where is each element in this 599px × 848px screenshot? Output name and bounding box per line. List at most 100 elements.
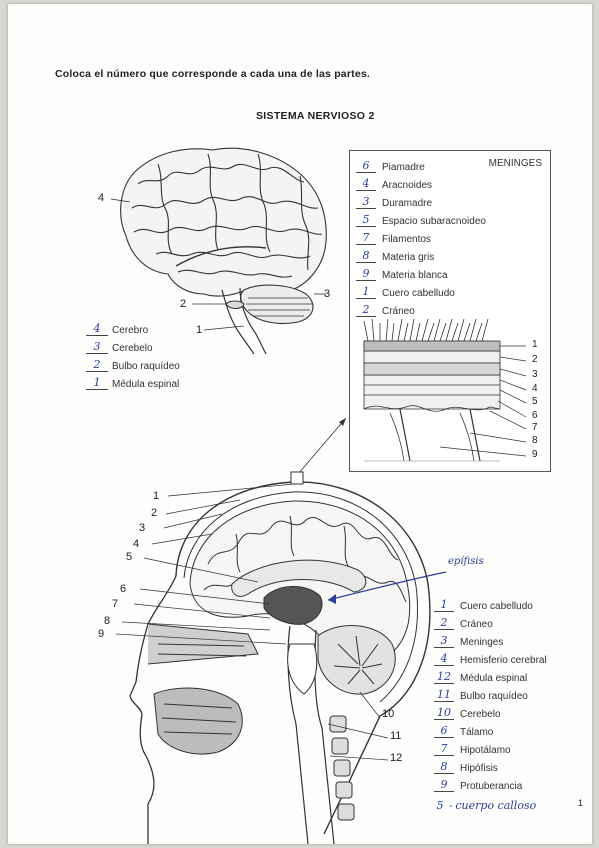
epiphysis-annotation: epífisis <box>448 556 484 567</box>
meninges-box: MENINGES 6 Piamadre 4 Aracnoides 3 Duram… <box>349 150 551 472</box>
head-label: 2 <box>151 507 158 519</box>
worksheet-title: SISTEMA NERVIOSO 2 <box>256 110 375 122</box>
answer-blank[interactable]: 4 <box>86 322 108 336</box>
legend-label: Bulbo raquídeo <box>112 361 180 372</box>
meninges-legend-item: 1 Cuero cabelludo <box>356 281 516 299</box>
legend-label-handwritten: cuerpo calloso <box>455 799 537 812</box>
legend-label: Cerebro <box>112 325 149 336</box>
legend-label: Cerebelo <box>112 343 153 354</box>
legend-label: Duramadre <box>382 198 433 209</box>
legend-label: Médula espinal <box>112 379 180 390</box>
answer-blank[interactable]: 1 <box>86 376 108 390</box>
head-legend-item: 1 Cuero cabelludo <box>434 594 584 612</box>
legend-label: Cráneo <box>382 306 415 317</box>
page-mark: 1 <box>578 798 584 808</box>
answer-blank[interactable]: 9 <box>356 267 376 281</box>
head-label: 5 <box>126 551 133 563</box>
answer-blank[interactable]: 6 <box>434 724 454 738</box>
meninges-diagram-number: 9 <box>532 449 538 460</box>
brain-label-medulla: 2 <box>180 298 187 310</box>
head-legend-item: 6 Tálamo <box>434 720 584 738</box>
meninges-legend-item: 8 Materia gris <box>356 245 516 263</box>
answer-blank[interactable]: 11 <box>434 688 454 702</box>
head-label: 10 <box>382 708 395 720</box>
legend-label: Bulbo raquídeo <box>460 691 528 702</box>
meninges-diagram-number: 1 <box>532 339 538 350</box>
head-label: 4 <box>133 538 140 550</box>
legend-label: Hipotálamo <box>460 745 511 756</box>
answer-blank[interactable]: 8 <box>356 249 376 263</box>
legend-label: Cuero cabelludo <box>382 288 455 299</box>
head-label: 12 <box>390 752 403 764</box>
legend-label: Filamentos <box>382 234 431 245</box>
head-legend-item: 4 Hemisferio cerebral <box>434 648 584 666</box>
answer-blank[interactable]: 1 <box>356 285 376 299</box>
meninges-legend-item: 4 Aracnoides <box>356 173 516 191</box>
legend-label: Meninges <box>460 637 504 648</box>
legend-label: Tálamo <box>460 727 494 738</box>
answer-blank[interactable]: 2 <box>356 303 376 317</box>
brain-illustration <box>110 147 347 475</box>
head-legend-item: 12 Médula espinal <box>434 666 584 684</box>
brain-label-spinal-cord: 1 <box>196 324 203 336</box>
meninges-legend-item: 5 Espacio subaracnoideo <box>356 209 516 227</box>
head-legend: 1 Cuero cabelludo 2 Cráneo 3 Meninges 4 … <box>434 594 584 812</box>
answer-blank[interactable]: 4 <box>356 177 376 191</box>
brain-legend-item: 1 Médula espinal <box>86 372 226 390</box>
meninges-heading: MENINGES <box>488 158 542 169</box>
head-label: 11 <box>390 730 402 742</box>
head-label: 9 <box>98 628 105 640</box>
answer-blank[interactable]: 9 <box>434 778 454 792</box>
answer-blank[interactable]: 7 <box>356 231 376 245</box>
head-legend-item: 11 Bulbo raquídeo <box>434 684 584 702</box>
legend-label: Protuberancia <box>460 781 523 792</box>
head-legend-item: 8 Hipófisis <box>434 756 584 774</box>
meninges-legend-item: 6 Piamadre <box>356 155 516 173</box>
brain-label-cerebrum: 4 <box>98 192 105 204</box>
meninges-legend-item: 7 Filamentos <box>356 227 516 245</box>
brain-legend-item: 4 Cerebro <box>86 318 226 336</box>
head-legend-item: 2 Cráneo <box>434 612 584 630</box>
meninges-diagram-number: 5 <box>532 396 538 407</box>
legend-label: Cerebelo <box>460 709 501 720</box>
answer-blank[interactable]: 12 <box>434 670 454 684</box>
answer-blank[interactable]: 5 <box>436 799 444 812</box>
answer-blank[interactable]: 8 <box>434 760 454 774</box>
legend-label: Piamadre <box>382 162 425 173</box>
answer-blank[interactable]: 10 <box>434 706 454 720</box>
answer-blank[interactable]: 2 <box>434 616 454 630</box>
head-label: 6 <box>120 583 127 595</box>
legend-label: Cráneo <box>460 619 493 630</box>
meninges-cross-section <box>363 318 527 462</box>
answer-blank[interactable]: 1 <box>434 598 454 612</box>
meninges-legend: 6 Piamadre 4 Aracnoides 3 Duramadre 5 Es… <box>356 155 516 317</box>
answer-blank[interactable]: 6 <box>356 159 376 173</box>
answer-blank[interactable]: 7 <box>434 742 454 756</box>
legend-label: Médula espinal <box>460 673 528 684</box>
answer-blank[interactable]: 3 <box>356 195 376 209</box>
meninges-diagram-number: 6 <box>532 410 538 421</box>
legend-label: Aracnoides <box>382 180 433 191</box>
meninges-diagram-number: 3 <box>532 369 538 380</box>
head-label: 8 <box>104 615 111 627</box>
head-label: 3 <box>139 522 146 534</box>
brain-label-cerebellum: 3 <box>324 288 331 300</box>
head-legend-item: 9 Protuberancia <box>434 774 584 792</box>
meninges-legend-item: 9 Materia blanca <box>356 263 516 281</box>
head-sagittal-illustration <box>115 471 447 844</box>
legend-prefix: - <box>449 801 453 812</box>
meninges-diagram-number: 2 <box>532 354 538 365</box>
brain-legend-item: 2 Bulbo raquídeo <box>86 354 226 372</box>
answer-blank[interactable]: 4 <box>434 652 454 666</box>
legend-label: Hipófisis <box>460 763 498 774</box>
answer-blank[interactable]: 3 <box>86 340 108 354</box>
answer-blank[interactable]: 3 <box>434 634 454 648</box>
head-legend-item: 5 - cuerpo calloso <box>434 792 584 812</box>
brain-legend: 4 Cerebro 3 Cerebelo 2 Bulbo raquídeo 1 … <box>86 318 226 390</box>
answer-blank[interactable]: 2 <box>86 358 108 372</box>
legend-label: Hemisferio cerebral <box>460 655 547 666</box>
answer-blank[interactable]: 5 <box>356 213 376 227</box>
legend-label: Cuero cabelludo <box>460 601 533 612</box>
meninges-diagram-number: 8 <box>532 435 538 446</box>
meninges-diagram-number: 4 <box>532 383 538 394</box>
